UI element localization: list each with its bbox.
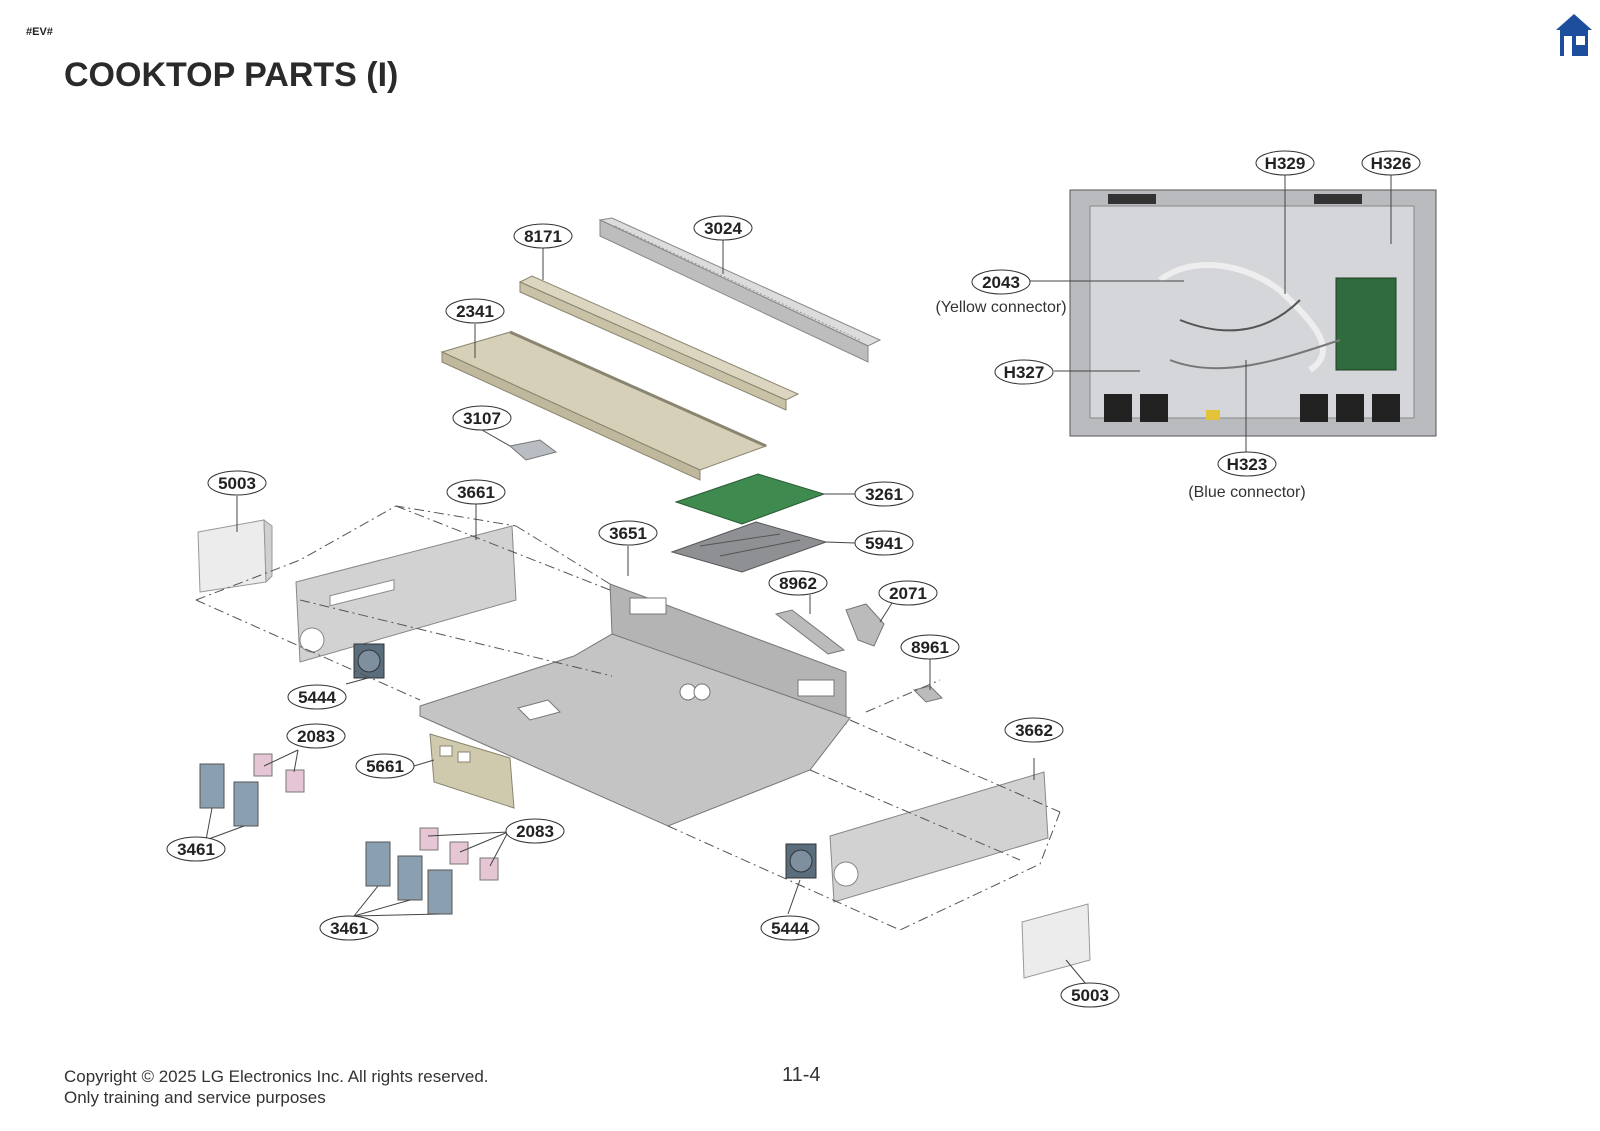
svg-text:3661: 3661 [457, 483, 495, 502]
cover-left-part [197, 518, 273, 593]
svg-text:5941: 5941 [865, 534, 903, 553]
callout-8962: 8962 [768, 570, 828, 596]
svg-text:3261: 3261 [865, 485, 903, 504]
grille-bar-part [598, 217, 882, 363]
callout-3261: 3261 [854, 481, 914, 507]
side-panel-right-part [829, 771, 1049, 903]
bracket-2071-part [845, 603, 885, 647]
svg-text:3662: 3662 [1015, 721, 1053, 740]
footer-copyright: Copyright © 2025 LG Electronics Inc. All… [64, 1066, 489, 1108]
base-plate-part [419, 633, 851, 827]
tan-plate-upper [518, 275, 800, 411]
svg-text:8961: 8961 [911, 638, 949, 657]
fan-left-part [353, 643, 385, 679]
assembly-guide-lines [195, 505, 1061, 931]
callout-3461-left: 3461 [166, 836, 226, 862]
pcb-board-part [674, 473, 826, 525]
callout-5941: 5941 [854, 530, 914, 556]
callout-3107: 3107 [452, 405, 512, 431]
svg-text:8962: 8962 [779, 574, 817, 593]
callout-5444-left: 5444 [287, 684, 347, 710]
svg-text:8171: 8171 [524, 227, 562, 246]
callout-2071: 2071 [878, 580, 938, 606]
callout-2341: 2341 [445, 298, 505, 324]
svg-text:H327: H327 [1004, 363, 1045, 382]
cover-right-part [1021, 903, 1091, 979]
callout-3461-bottom: 3461 [319, 915, 379, 941]
fan-right-part [785, 843, 817, 879]
svg-text:H323: H323 [1227, 455, 1268, 474]
document-tag: #EV# [26, 26, 53, 38]
svg-text:3024: 3024 [704, 219, 742, 238]
bracket-8962-part [774, 609, 846, 655]
callout-5661: 5661 [355, 753, 415, 779]
tray-part [440, 330, 768, 481]
relay-group-left-part [199, 753, 305, 827]
svg-text:2043: 2043 [982, 273, 1020, 292]
callout-H326: H326 [1361, 150, 1421, 176]
bracket-8961-part [913, 685, 943, 703]
svg-text:2071: 2071 [889, 584, 927, 603]
page-title: COOKTOP PARTS (I) [64, 56, 399, 94]
side-panel-left-part [295, 525, 517, 663]
wiring-photo-inset [1069, 189, 1437, 437]
callout-H329: H329 [1255, 150, 1315, 176]
svg-text:2083: 2083 [297, 727, 335, 746]
callout-5003-left: 5003 [207, 470, 267, 496]
callout-5003-right: 5003 [1060, 982, 1120, 1008]
callout-H323: H323 [1217, 451, 1277, 477]
svg-text:3461: 3461 [330, 919, 368, 938]
callout-H327: H327 [994, 359, 1054, 385]
small-bracket-part [508, 439, 558, 461]
callout-3651: 3651 [598, 520, 658, 546]
callout-2083-bottom: 2083 [505, 818, 565, 844]
callout-8961: 8961 [900, 634, 960, 660]
callout-3024: 3024 [693, 215, 753, 241]
svg-text:2341: 2341 [456, 302, 494, 321]
purpose-text: Only training and service purposes [64, 1088, 326, 1107]
relay-group-bottom-part [365, 827, 499, 915]
svg-text:5444: 5444 [771, 919, 809, 938]
blue-connector-note: (Blue connector) [1188, 484, 1305, 501]
callout-8171: 8171 [513, 223, 573, 249]
callout-2083-left: 2083 [286, 723, 346, 749]
yellow-connector-note: (Yellow connector) [935, 299, 1066, 316]
callout-5444-right: 5444 [760, 915, 820, 941]
svg-text:3107: 3107 [463, 409, 501, 428]
home-icon[interactable] [1554, 12, 1594, 58]
page-number: 11-4 [782, 1064, 821, 1086]
pcb-holder-part [670, 521, 828, 573]
callout-2043: 2043 [971, 269, 1031, 295]
svg-text:H329: H329 [1265, 154, 1306, 173]
svg-text:5444: 5444 [298, 688, 336, 707]
callout-3661: 3661 [446, 479, 506, 505]
svg-text:5003: 5003 [218, 474, 256, 493]
copyright-text: Copyright © 2025 LG Electronics Inc. All… [64, 1067, 489, 1086]
svg-text:3651: 3651 [609, 524, 647, 543]
svg-text:5003: 5003 [1071, 986, 1109, 1005]
leader-lines [205, 175, 1392, 985]
svg-text:5661: 5661 [366, 757, 404, 776]
svg-text:2083: 2083 [516, 822, 554, 841]
svg-text:H326: H326 [1371, 154, 1412, 173]
bracket-5661-part [429, 733, 515, 809]
svg-text:3461: 3461 [177, 840, 215, 859]
callout-3662: 3662 [1004, 717, 1064, 743]
